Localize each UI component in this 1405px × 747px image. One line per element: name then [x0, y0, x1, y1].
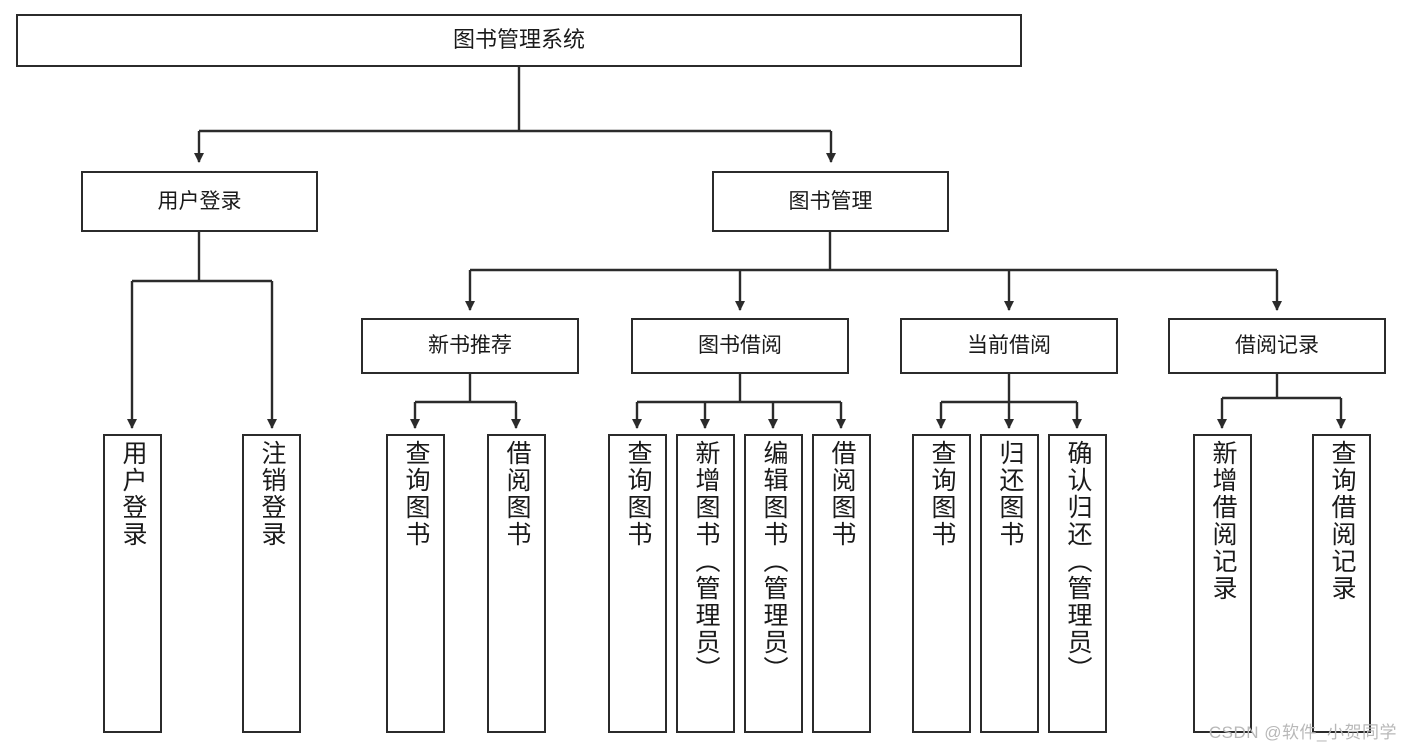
- leaf-query-book-recommend[interactable]: 查询图书: [386, 434, 445, 733]
- node-label: 借阅图书: [828, 440, 856, 548]
- node-book-borrow[interactable]: 图书借阅: [631, 318, 849, 374]
- leaf-return-book[interactable]: 归还图书: [980, 434, 1039, 733]
- node-current-borrow[interactable]: 当前借阅: [900, 318, 1118, 374]
- node-new-book-recommend[interactable]: 新书推荐: [361, 318, 579, 374]
- node-label: 图书借阅: [698, 334, 782, 358]
- node-label: 归还图书: [996, 440, 1024, 548]
- node-label: 查询图书: [624, 440, 652, 548]
- node-user-login[interactable]: 用户登录: [81, 171, 318, 232]
- leaf-user-login[interactable]: 用户登录: [103, 434, 162, 733]
- leaf-query-book-borrow[interactable]: 查询图书: [608, 434, 667, 733]
- leaf-query-borrow-record[interactable]: 查询借阅记录: [1312, 434, 1371, 733]
- leaf-confirm-return-admin[interactable]: 确认归还（管理员）: [1048, 434, 1107, 733]
- leaf-borrow-book-recommend[interactable]: 借阅图书: [487, 434, 546, 733]
- leaf-add-borrow-record[interactable]: 新增借阅记录: [1193, 434, 1252, 733]
- node-label: 注销登录: [258, 440, 286, 548]
- leaf-add-book-admin[interactable]: 新增图书（管理员）: [676, 434, 735, 733]
- node-borrow-record[interactable]: 借阅记录: [1168, 318, 1386, 374]
- node-root-system[interactable]: 图书管理系统: [16, 14, 1022, 67]
- node-label: 新增图书（管理员）: [692, 440, 720, 683]
- node-label: 图书管理: [788, 189, 873, 213]
- leaf-borrow-book[interactable]: 借阅图书: [812, 434, 871, 733]
- leaf-query-book-current[interactable]: 查询图书: [912, 434, 971, 733]
- node-label: 借阅记录: [1235, 334, 1319, 358]
- leaf-edit-book-admin[interactable]: 编辑图书（管理员）: [744, 434, 803, 733]
- node-label: 用户登录: [119, 440, 147, 548]
- leaf-logout[interactable]: 注销登录: [242, 434, 301, 733]
- node-label: 借阅图书: [503, 440, 531, 548]
- node-label: 当前借阅: [967, 334, 1051, 358]
- node-label: 确认归还（管理员）: [1064, 440, 1092, 683]
- node-label: 查询图书: [402, 440, 430, 548]
- node-label: 查询图书: [928, 440, 956, 548]
- node-label: 编辑图书（管理员）: [760, 440, 788, 683]
- node-book-management[interactable]: 图书管理: [712, 171, 949, 232]
- watermark-text: CSDN @软件_小贺同学: [1208, 723, 1397, 742]
- node-label: 新增借阅记录: [1209, 440, 1237, 602]
- node-label: 图书管理系统: [452, 27, 585, 53]
- node-label: 新书推荐: [428, 334, 512, 358]
- node-label: 用户登录: [157, 189, 242, 213]
- node-label: 查询借阅记录: [1328, 440, 1356, 602]
